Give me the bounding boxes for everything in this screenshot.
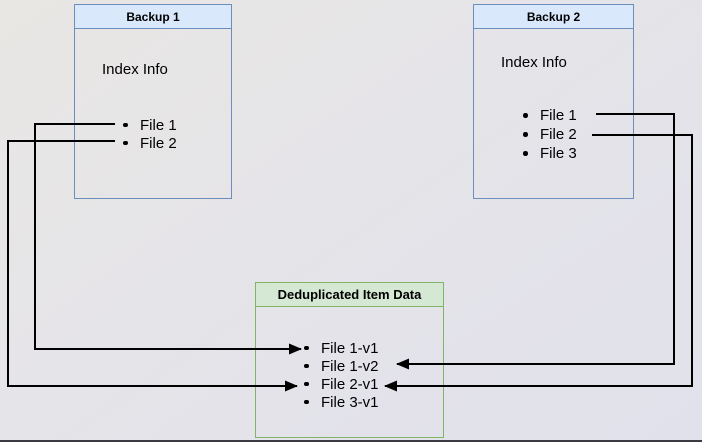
list-item-label: File 2 <box>140 134 177 152</box>
list-item-label: File 1 <box>140 116 177 134</box>
bullet-icon <box>304 345 309 351</box>
bullet-icon <box>304 381 309 387</box>
backup2-box: Backup 2 Index Info File 1 File 2 File 3 <box>473 4 634 199</box>
backup2-index-label: Index Info <box>501 54 567 71</box>
backup2-header: Backup 2 <box>474 5 633 29</box>
backup1-index-label: Index Info <box>102 61 168 78</box>
list-item: File 3 <box>523 144 577 163</box>
window-bottom-edge <box>0 440 702 442</box>
list-item: File 1-v1 <box>304 339 379 357</box>
bullet-icon <box>304 399 309 405</box>
bullet-icon <box>523 113 528 118</box>
dedup-header: Deduplicated Item Data <box>256 283 443 307</box>
list-item-label: File 2 <box>540 126 577 143</box>
bullet-icon <box>123 122 128 128</box>
deduplicated-item-data-box: Deduplicated Item Data File 1-v1 File 1-… <box>255 282 444 438</box>
backup1-box: Backup 1 Index Info File 1 File 2 <box>74 4 232 199</box>
list-item-label: File 1-v1 <box>321 339 379 357</box>
backup1-header: Backup 1 <box>75 5 231 29</box>
list-item-label: File 2-v1 <box>321 375 379 393</box>
list-item-label: File 3 <box>540 145 577 162</box>
bullet-icon <box>123 140 128 146</box>
list-item-label: File 3-v1 <box>321 393 379 411</box>
bullet-icon <box>523 151 528 156</box>
list-item: File 2 <box>123 134 177 152</box>
list-item: File 2 <box>523 125 577 144</box>
list-item: File 3-v1 <box>304 393 379 411</box>
backup2-file-list: File 1 File 2 File 3 <box>523 106 577 163</box>
list-item: File 1-v2 <box>304 357 379 375</box>
list-item-label: File 1 <box>540 107 577 124</box>
list-item: File 2-v1 <box>304 375 379 393</box>
dedup-item-list: File 1-v1 File 1-v2 File 2-v1 File 3-v1 <box>304 339 379 411</box>
list-item: File 1 <box>523 106 577 125</box>
bullet-icon <box>523 132 528 137</box>
list-item: File 1 <box>123 116 177 134</box>
backup1-file-list: File 1 File 2 <box>123 116 177 152</box>
bullet-icon <box>304 363 309 369</box>
list-item-label: File 1-v2 <box>321 357 379 375</box>
